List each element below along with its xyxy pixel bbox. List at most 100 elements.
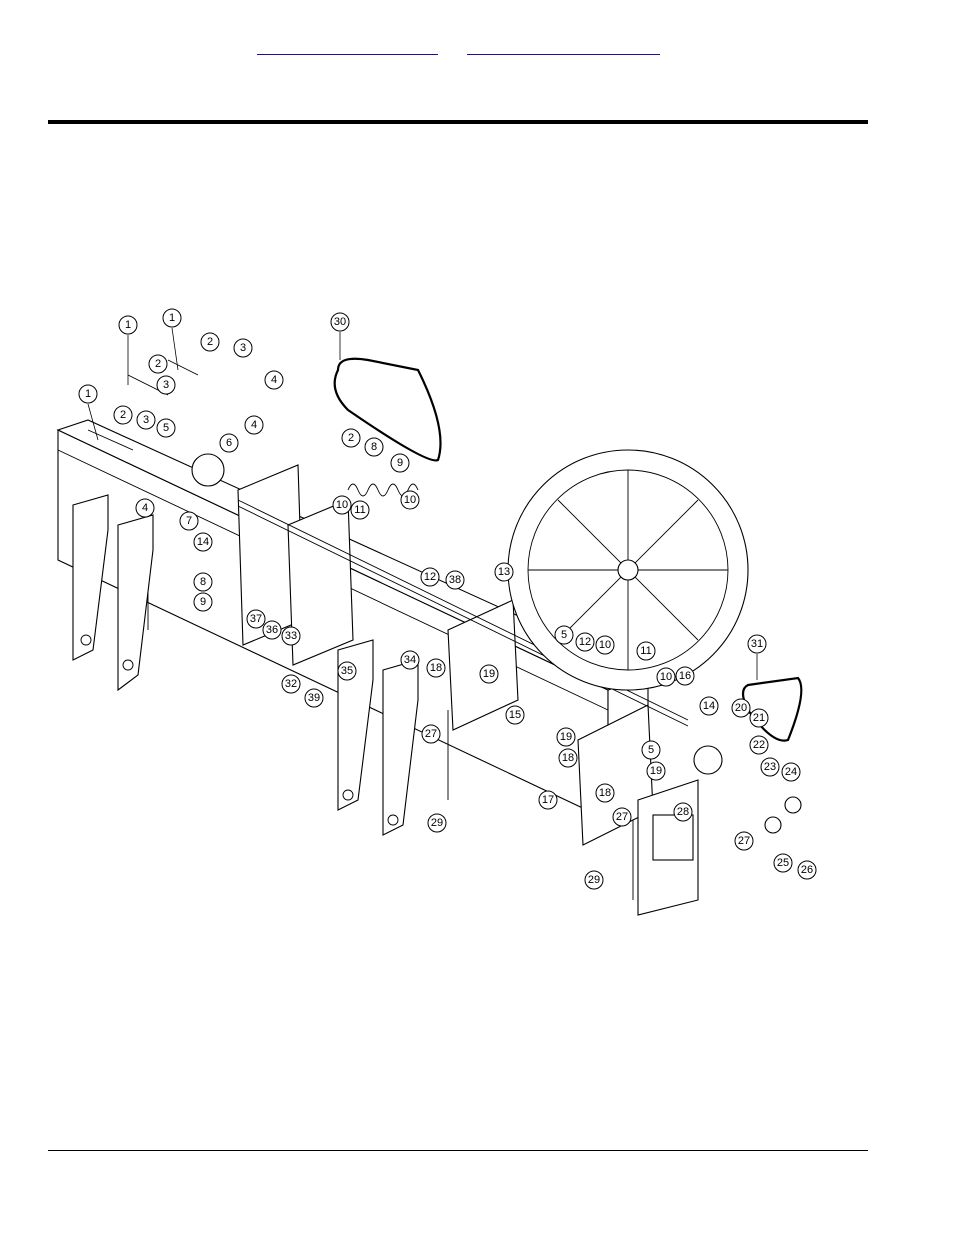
callout-30: 30 — [330, 312, 350, 360]
svg-text:1: 1 — [85, 388, 91, 400]
star-wheel — [507, 449, 749, 691]
parts-drawing: 1 1 1 2 2 2 2 3 3 3 4 4 4 5 5 5 6 7 8 8 … — [56, 308, 817, 916]
svg-text:18: 18 — [430, 662, 442, 674]
svg-text:26: 26 — [801, 864, 813, 876]
svg-text:1: 1 — [169, 312, 175, 324]
callout-27a: 27 — [421, 724, 441, 744]
hitch-box — [637, 779, 699, 916]
header-link-2[interactable] — [467, 38, 660, 55]
callout-5c: 5 — [641, 740, 661, 760]
callout-20: 20 — [731, 698, 751, 718]
svg-text:11: 11 — [354, 504, 365, 516]
footer-rule — [48, 1150, 868, 1151]
callout-7: 7 — [179, 511, 199, 531]
svg-text:15: 15 — [509, 709, 521, 721]
callout-32: 32 — [281, 674, 301, 694]
svg-text:34: 34 — [404, 654, 416, 666]
svg-text:6: 6 — [226, 437, 232, 449]
callout-1a: 1 — [118, 315, 138, 385]
callout-31: 31 — [747, 634, 767, 680]
callout-23: 23 — [760, 757, 780, 777]
header-link-1[interactable] — [257, 38, 438, 55]
svg-text:17: 17 — [542, 794, 554, 806]
callout-10c: 10 — [595, 635, 615, 655]
callout-29a: 29 — [427, 813, 447, 833]
callout-17: 17 — [538, 790, 558, 810]
svg-text:3: 3 — [143, 414, 149, 426]
callout-37: 37 — [246, 609, 266, 629]
svg-text:2: 2 — [348, 432, 354, 444]
left-side-plates — [237, 464, 354, 666]
svg-text:5: 5 — [163, 422, 169, 434]
callout-2d: 2 — [341, 428, 361, 448]
svg-text:22: 22 — [753, 739, 765, 751]
svg-text:9: 9 — [200, 596, 206, 608]
callout-22: 22 — [749, 735, 769, 755]
center-plate — [447, 599, 519, 731]
svg-text:1: 1 — [125, 319, 131, 331]
svg-text:36: 36 — [266, 624, 278, 636]
svg-text:31: 31 — [751, 638, 763, 650]
callout-10a: 10 — [400, 490, 420, 510]
svg-text:29: 29 — [588, 874, 600, 886]
callout-14b: 14 — [699, 696, 719, 716]
svg-text:12: 12 — [424, 571, 436, 583]
callout-33: 33 — [281, 626, 301, 646]
svg-text:19: 19 — [650, 765, 662, 777]
callout-8b: 8 — [193, 572, 213, 592]
svg-text:30: 30 — [334, 316, 346, 328]
callout-28: 28 — [673, 802, 693, 822]
svg-text:9: 9 — [397, 457, 403, 469]
callout-18b: 18 — [558, 748, 578, 768]
svg-text:8: 8 — [200, 576, 206, 588]
parts-diagram: 1 1 1 2 2 2 2 3 3 3 4 4 4 5 5 5 6 7 8 8 … — [48, 300, 826, 916]
svg-text:3: 3 — [240, 342, 246, 354]
svg-text:29: 29 — [431, 817, 443, 829]
callout-5a: 5 — [156, 418, 176, 438]
svg-text:4: 4 — [142, 502, 148, 514]
svg-text:10: 10 — [599, 639, 611, 651]
svg-text:14: 14 — [197, 536, 209, 548]
callout-2b: 2 — [200, 332, 220, 352]
callout-4c: 4 — [135, 498, 155, 518]
svg-text:18: 18 — [562, 752, 574, 764]
callout-19a: 19 — [479, 664, 499, 684]
callout-2a: 2 — [148, 354, 168, 374]
callout-10b: 10 — [332, 495, 352, 515]
callout-8a: 8 — [364, 437, 384, 457]
callout-26: 26 — [797, 860, 817, 880]
svg-text:32: 32 — [285, 678, 297, 690]
svg-text:39: 39 — [308, 692, 320, 704]
callout-5b: 5 — [554, 625, 574, 645]
callout-1c: 1 — [78, 384, 99, 441]
svg-text:4: 4 — [251, 419, 257, 431]
svg-text:23: 23 — [764, 761, 776, 773]
header-rule — [48, 120, 868, 124]
svg-text:38: 38 — [449, 574, 461, 586]
svg-text:37: 37 — [250, 613, 262, 625]
callout-18a: 18 — [426, 658, 446, 678]
callout-21: 21 — [749, 708, 769, 728]
svg-text:5: 5 — [561, 629, 567, 641]
callout-29b: 29 — [584, 870, 604, 890]
callout-27b: 27 — [612, 807, 632, 827]
sprocket-24 — [784, 796, 802, 814]
callout-9a: 9 — [390, 453, 410, 473]
callout-3c: 3 — [136, 410, 156, 430]
svg-text:13: 13 — [498, 566, 510, 578]
svg-text:10: 10 — [660, 671, 672, 683]
svg-text:19: 19 — [560, 731, 572, 743]
svg-text:20: 20 — [735, 702, 747, 714]
callout-3a: 3 — [233, 338, 253, 358]
svg-text:35: 35 — [341, 665, 353, 677]
callout-3b: 3 — [156, 375, 176, 395]
svg-text:2: 2 — [207, 336, 213, 348]
svg-text:14: 14 — [703, 700, 715, 712]
chain-lower — [741, 676, 803, 742]
svg-text:10: 10 — [336, 499, 348, 511]
callout-24: 24 — [781, 762, 801, 782]
svg-text:27: 27 — [425, 728, 437, 740]
callout-10d: 10 — [656, 667, 676, 687]
callout-16: 16 — [675, 666, 695, 686]
callout-1b: 1 — [162, 308, 182, 371]
